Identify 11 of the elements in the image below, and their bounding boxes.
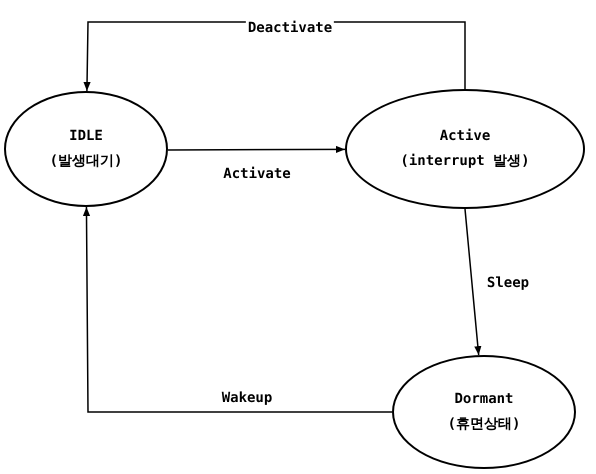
arrow bbox=[168, 146, 345, 154]
state-name: Active bbox=[440, 128, 490, 144]
arrow bbox=[82, 207, 392, 413]
edge-label: Sleep bbox=[484, 275, 532, 291]
edge-label: Wakeup bbox=[220, 390, 274, 406]
state-description: (휴면상태) bbox=[448, 415, 520, 433]
arrow bbox=[464, 208, 482, 356]
state-name: IDLE bbox=[69, 128, 103, 144]
state-description: (interrupt 발생) bbox=[400, 152, 530, 170]
state-name: Dormant bbox=[454, 391, 514, 407]
state-description: (발생대기) bbox=[50, 152, 122, 170]
